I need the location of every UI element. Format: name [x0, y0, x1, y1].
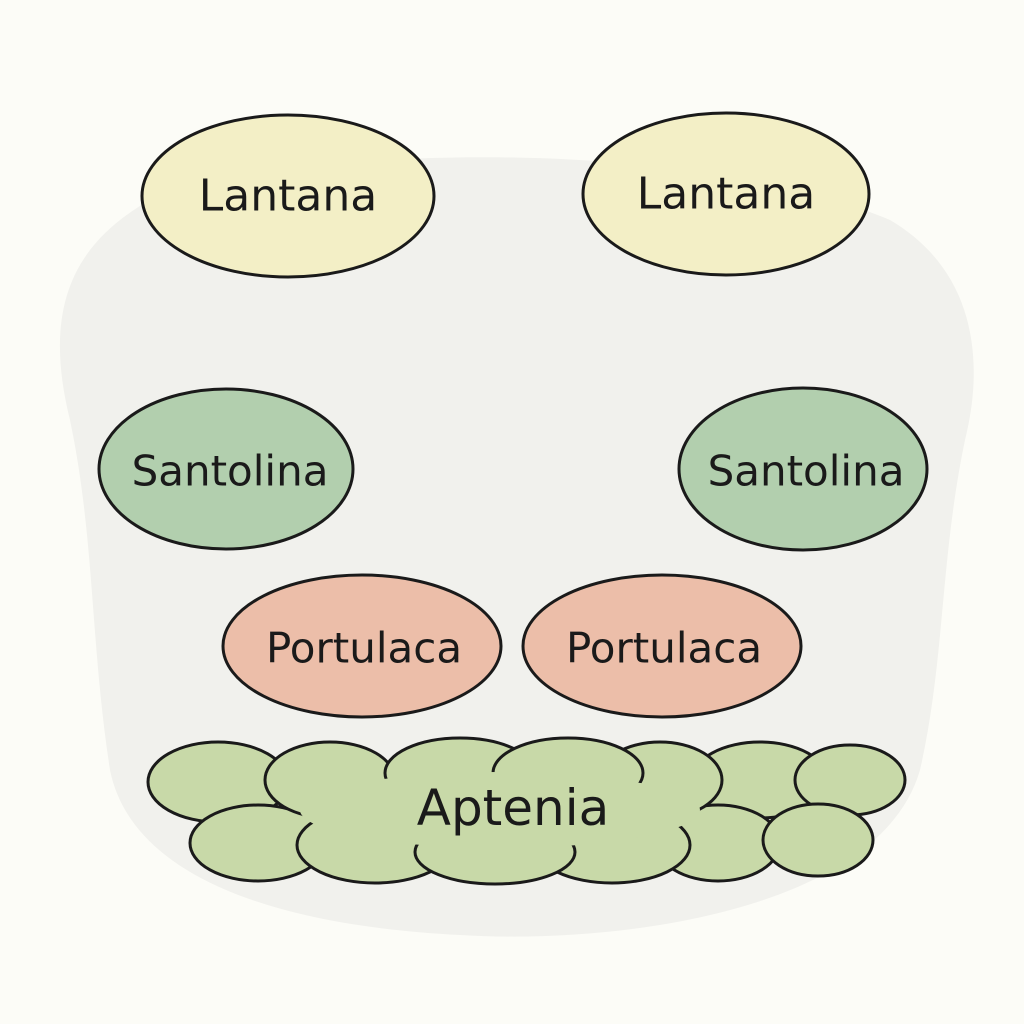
portulaca-shape-right — [521, 573, 803, 719]
lantana-label-left: Lantana — [199, 171, 377, 222]
portulaca-shape-left — [221, 573, 503, 719]
aptenia-center — [300, 772, 700, 848]
lantana-label-right: Lantana — [637, 169, 815, 220]
santolina-plant-left: Santolina — [97, 387, 355, 551]
portulaca-plant-left: Portulaca — [221, 573, 503, 719]
aptenia-groundcover: Aptenia — [146, 736, 907, 886]
lantana-shape-right — [581, 111, 871, 277]
santolina-shape-left — [97, 387, 355, 551]
portulaca-label-right: Portulaca — [566, 624, 762, 673]
portulaca-label-left: Portulaca — [266, 624, 462, 673]
aptenia-leaf — [761, 802, 875, 878]
santolina-plant-right: Santolina — [677, 386, 929, 552]
santolina-shape-right — [677, 386, 929, 552]
lantana-shape-left — [140, 113, 436, 279]
aptenia-label: Aptenia — [417, 779, 610, 837]
portulaca-plant-right: Portulaca — [521, 573, 803, 719]
lantana-plant-left: Lantana — [140, 113, 436, 279]
santolina-label-left: Santolina — [132, 447, 329, 496]
santolina-label-right: Santolina — [708, 447, 905, 496]
lantana-plant-right: Lantana — [581, 111, 871, 277]
